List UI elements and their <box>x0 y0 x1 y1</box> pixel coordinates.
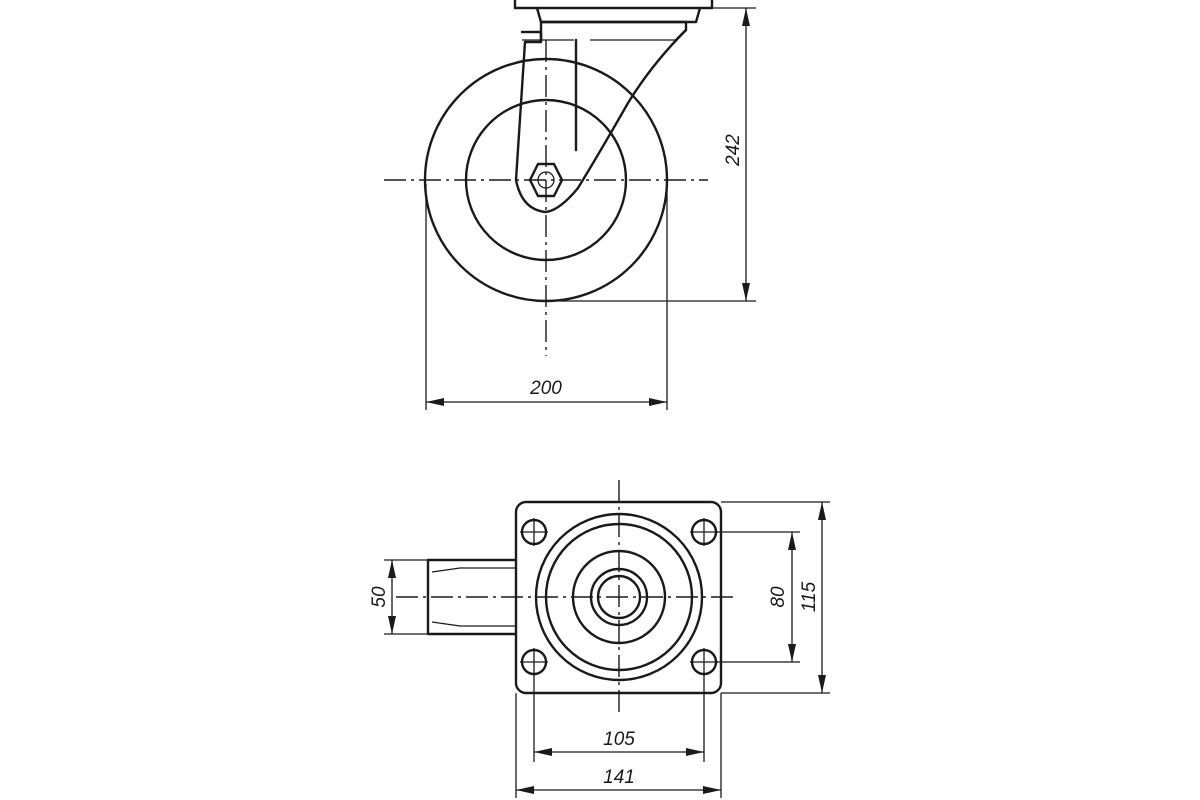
dimension-hole-spacing-horizontal: 105 <box>533 674 705 762</box>
wheel-profile <box>426 558 518 636</box>
top-view: 50 80 115 105 <box>369 480 830 798</box>
dimension-plate-width: 141 <box>515 693 722 798</box>
dimension-total-height: 242 <box>558 7 756 302</box>
fork-bracket <box>514 20 688 214</box>
dim-label-242: 242 <box>723 134 744 167</box>
dim-label-80: 80 <box>768 586 789 608</box>
dimension-wheel-diameter: 200 <box>425 184 668 410</box>
dim-label-200: 200 <box>529 378 562 399</box>
side-view: 200 242 <box>384 0 756 410</box>
dim-label-115: 115 <box>799 581 820 612</box>
mounting-plate <box>513 0 714 24</box>
dimension-plate-height: 115 <box>721 501 830 694</box>
dimension-hole-spacing-vertical: 80 <box>716 531 800 663</box>
dim-label-105: 105 <box>603 729 635 750</box>
dim-label-50: 50 <box>369 586 390 608</box>
dimension-wheel-width: 50 <box>369 559 428 635</box>
dim-label-141: 141 <box>603 767 635 788</box>
